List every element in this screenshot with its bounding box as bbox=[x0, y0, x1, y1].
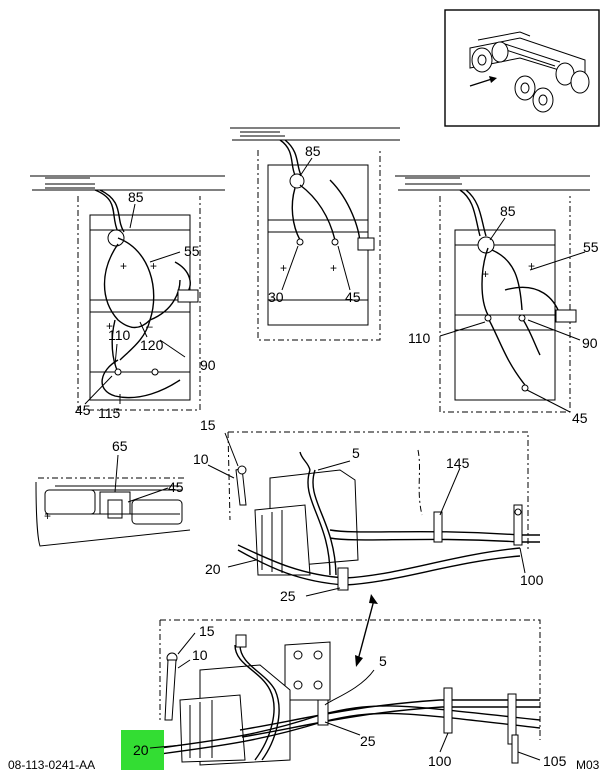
svg-text:+: + bbox=[150, 259, 157, 273]
svg-text:+: + bbox=[528, 259, 535, 273]
callout-25: 25 bbox=[360, 733, 376, 749]
callout-100: 100 bbox=[520, 572, 544, 588]
chassis-locator-inset bbox=[444, 9, 600, 127]
callout-145: 145 bbox=[446, 455, 470, 471]
svg-text:+: + bbox=[280, 261, 287, 275]
callout-leaders-middle bbox=[207, 432, 526, 597]
callout-leaders-bottom bbox=[177, 632, 541, 761]
callout-100: 100 bbox=[428, 753, 452, 769]
view-relation-arrow bbox=[355, 594, 378, 667]
callout-85: 85 bbox=[128, 189, 144, 205]
callout-45: 45 bbox=[572, 410, 588, 426]
callout-55: 55 bbox=[184, 243, 200, 259]
callout-85: 85 bbox=[500, 203, 516, 219]
svg-text:+: + bbox=[120, 259, 127, 273]
callout-105: 105 bbox=[543, 753, 567, 769]
callout-45: 45 bbox=[345, 289, 361, 305]
callout-leaders-center bbox=[281, 157, 351, 291]
callout-65: 65 bbox=[112, 438, 128, 454]
highlighted-callout-box bbox=[121, 730, 164, 770]
battery-box-view-left: + + + – bbox=[30, 175, 225, 411]
callout-leaders-left bbox=[84, 203, 186, 405]
callout-leaders-right bbox=[439, 217, 586, 413]
callout-90: 90 bbox=[200, 357, 216, 373]
callout-90: 90 bbox=[582, 335, 598, 351]
svg-text:+: + bbox=[330, 261, 337, 275]
callout-115: 115 bbox=[98, 405, 121, 421]
callout-85: 85 bbox=[305, 143, 321, 159]
callout-10: 10 bbox=[193, 451, 209, 467]
svg-text:+: + bbox=[44, 509, 51, 523]
battery-clamp-detail: + bbox=[35, 477, 191, 547]
battery-box-view-center: + + bbox=[230, 127, 400, 341]
sheet-code: M03 bbox=[576, 758, 600, 772]
starter-motor-view-middle bbox=[227, 431, 540, 591]
callout-55: 55 bbox=[583, 239, 599, 255]
battery-box-view-right: + + bbox=[395, 175, 590, 413]
callout-leaders-detail bbox=[114, 454, 169, 503]
callout-15: 15 bbox=[199, 623, 215, 639]
highlighted-callout-20: 20 bbox=[133, 742, 149, 758]
svg-text:+: + bbox=[106, 319, 113, 333]
callout-110: 110 bbox=[108, 327, 131, 343]
callout-20: 20 bbox=[205, 561, 221, 577]
callout-120: 120 bbox=[140, 337, 164, 353]
document-id: 08-113-0241-AA bbox=[8, 758, 95, 772]
svg-text:+: + bbox=[482, 267, 489, 281]
svg-text:–: – bbox=[146, 319, 153, 333]
callout-45: 45 bbox=[168, 479, 184, 495]
callout-5: 5 bbox=[352, 445, 360, 461]
callout-45: 45 bbox=[75, 402, 91, 418]
starter-motor-view-bottom bbox=[159, 619, 541, 766]
callout-30: 30 bbox=[268, 289, 284, 305]
chassis-wheel bbox=[471, 41, 590, 113]
callout-25: 25 bbox=[280, 588, 296, 604]
callout-5: 5 bbox=[379, 653, 387, 669]
callout-15: 15 bbox=[200, 417, 216, 433]
callout-110: 110 bbox=[408, 330, 431, 346]
callout-10: 10 bbox=[192, 647, 208, 663]
